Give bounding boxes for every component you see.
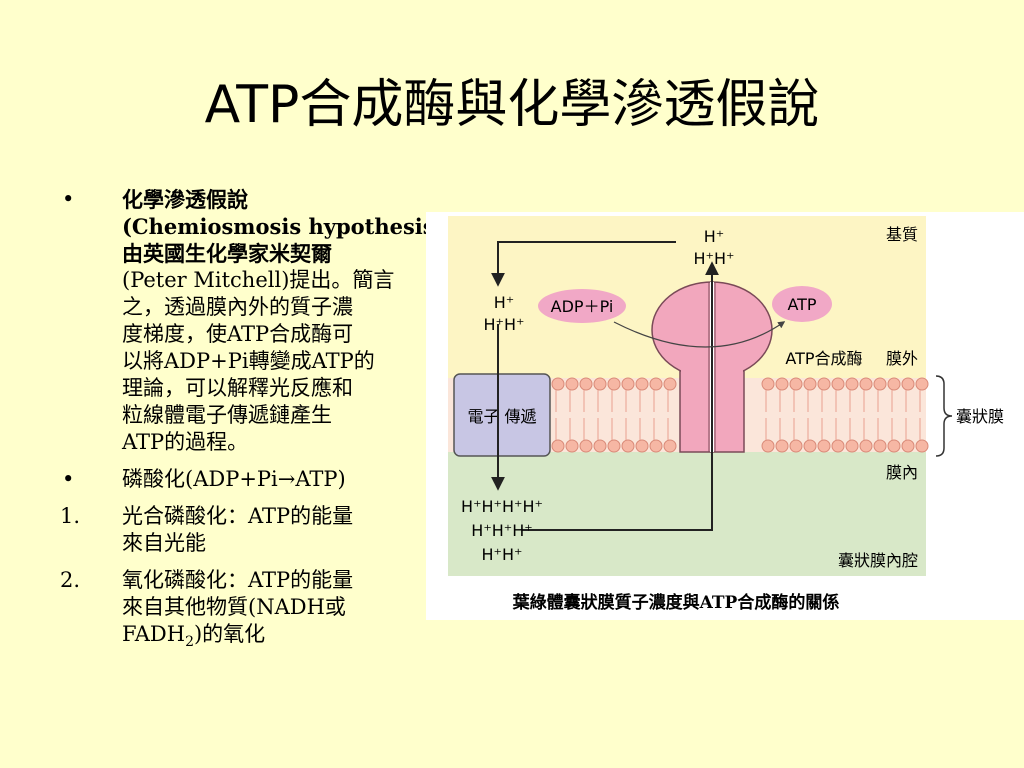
lipid-head	[775, 439, 789, 453]
outer-membrane-label: 膜外	[886, 349, 918, 368]
conversion-arrow	[613, 321, 786, 348]
lipid-head	[873, 439, 887, 453]
lipid-bilayer	[551, 377, 929, 453]
lipid-head	[873, 377, 887, 391]
lipid-head	[551, 439, 565, 453]
text-line: 度梯度，使ATP合成酶可	[122, 322, 354, 346]
proton-top-1: H⁺	[704, 227, 724, 246]
number-marker: 2.	[60, 568, 81, 592]
lipid-head	[607, 439, 621, 453]
lipid-head	[859, 377, 873, 391]
fadh-subscript: 2	[185, 634, 194, 651]
text-line: 之，透過膜內外的質子濃	[122, 295, 353, 319]
text-line: 光合磷酸化：ATP的能量	[122, 504, 354, 528]
figure-caption: 葉綠體囊狀膜質子濃度與ATP合成酶的關係	[512, 593, 840, 613]
lipid-head	[551, 377, 565, 391]
adp-pi-bubble	[538, 289, 626, 323]
lipid-head	[663, 377, 677, 391]
proton-bottom-1: H⁺H⁺H⁺H⁺	[461, 497, 543, 516]
membrane-brace	[935, 375, 953, 457]
lipid-head	[831, 439, 845, 453]
inner-membrane-label: 膜內	[886, 463, 918, 482]
lipid-head	[887, 377, 901, 391]
proton-bottom-3: H⁺H⁺	[482, 545, 523, 564]
atp-label: ATP	[787, 295, 816, 314]
lipid-head	[621, 377, 635, 391]
text-line: (Chemiosmosis hypothesis）	[122, 214, 456, 239]
lipid-head	[859, 439, 873, 453]
lipid-head	[789, 377, 803, 391]
lipid-head	[635, 377, 649, 391]
bullet-chemiosmosis: • 化學滲透假說 (Chemiosmosis hypothesis） 由英國生化…	[60, 186, 456, 456]
number-marker: 1.	[60, 504, 81, 528]
text-line: 化學滲透假說	[122, 187, 248, 212]
proton-top-2: H⁺H⁺	[694, 249, 735, 268]
lumen-region	[448, 452, 926, 576]
lipid-head	[901, 377, 915, 391]
lipid-head	[817, 377, 831, 391]
lipid-head	[593, 377, 607, 391]
lipid-head	[775, 377, 789, 391]
numbered-item-1: 1. 光合磷酸化：ATP的能量 來自光能	[60, 503, 450, 557]
lipid-head	[649, 439, 663, 453]
electron-transport-box	[453, 373, 551, 457]
text-line: 磷酸化(ADP+Pi→ATP)	[122, 467, 346, 491]
stroma-label: 基質	[886, 225, 918, 244]
lipid-head	[579, 439, 593, 453]
lipid-head	[817, 439, 831, 453]
lipid-head	[915, 439, 929, 453]
slide-title: ATP合成酶與化學滲透假說	[204, 75, 820, 135]
fadh-text: FADH	[122, 622, 186, 646]
text-line: FADH2)的氧化	[122, 621, 450, 656]
text-line: (Peter Mitchell)提出。簡言	[122, 268, 395, 292]
atp-synthase-label: ATP合成酶	[785, 349, 862, 368]
text-line: ATP的過程。	[122, 430, 249, 454]
lipid-head	[789, 439, 803, 453]
figure-svg: 電子 傳遞 ADP＋Pi ATP 基質 ATP合成酶 膜外 膜內 囊狀膜內腔	[448, 216, 1004, 576]
lipid-head	[607, 377, 621, 391]
proton-pump-arrow	[491, 241, 676, 287]
lipid-head	[621, 439, 635, 453]
lipid-head	[593, 439, 607, 453]
numbered-item-2: 2. 氧化磷酸化：ATP的能量 來自其他物質(NADH或 FADH2)的氧化	[60, 567, 450, 656]
lipid-head	[831, 377, 845, 391]
proton-bottom-2: H⁺H⁺H⁺	[471, 521, 532, 540]
bullet-marker: •	[62, 467, 75, 491]
lipid-head	[803, 377, 817, 391]
text-line: 理論，可以解釋光反應和	[122, 376, 353, 400]
lipid-head	[663, 439, 677, 453]
thylakoid-membrane-label: 囊狀膜	[956, 407, 1004, 426]
proton-left-2: H⁺H⁺	[484, 315, 525, 334]
lipid-head	[635, 439, 649, 453]
lipid-head	[803, 439, 817, 453]
atp-synthase-figure: 電子 傳遞 ADP＋Pi ATP 基質 ATP合成酶 膜外 膜內 囊狀膜內腔	[426, 212, 1024, 620]
text-line: 由英國生化學家米契爾	[122, 241, 332, 266]
proton-left-1: H⁺	[494, 293, 514, 312]
text-line: 以將ADP+Pi轉變成ATP的	[122, 349, 375, 373]
lipid-head	[565, 439, 579, 453]
text-line: 來自光能	[122, 531, 206, 555]
electron-transport-label: 電子 傳遞	[467, 407, 536, 426]
lipid-head	[565, 377, 579, 391]
lipid-head	[579, 377, 593, 391]
lipid-head	[901, 439, 915, 453]
lipid-head	[761, 439, 775, 453]
text-line: 粒線體電子傳遞鏈產生	[122, 403, 332, 427]
text-line: 來自其他物質(NADH或	[122, 595, 346, 619]
atp-bubble	[772, 286, 832, 322]
bullet-phosphorylation: • 磷酸化(ADP+Pi→ATP)	[60, 466, 450, 493]
lipid-head	[649, 377, 663, 391]
text-column: • 化學滲透假說 (Chemiosmosis hypothesis） 由英國生化…	[60, 186, 456, 666]
lipid-head	[915, 377, 929, 391]
text-line: 氧化磷酸化：ATP的能量	[122, 568, 354, 592]
lipid-head	[761, 377, 775, 391]
oxidation-text: )的氧化	[193, 622, 266, 646]
lipid-head	[845, 439, 859, 453]
bullet-marker: •	[62, 187, 75, 211]
adp-pi-label: ADP＋Pi	[551, 297, 614, 316]
lipid-head	[887, 439, 901, 453]
lumen-label: 囊狀膜內腔	[838, 551, 918, 570]
lipid-head	[845, 377, 859, 391]
